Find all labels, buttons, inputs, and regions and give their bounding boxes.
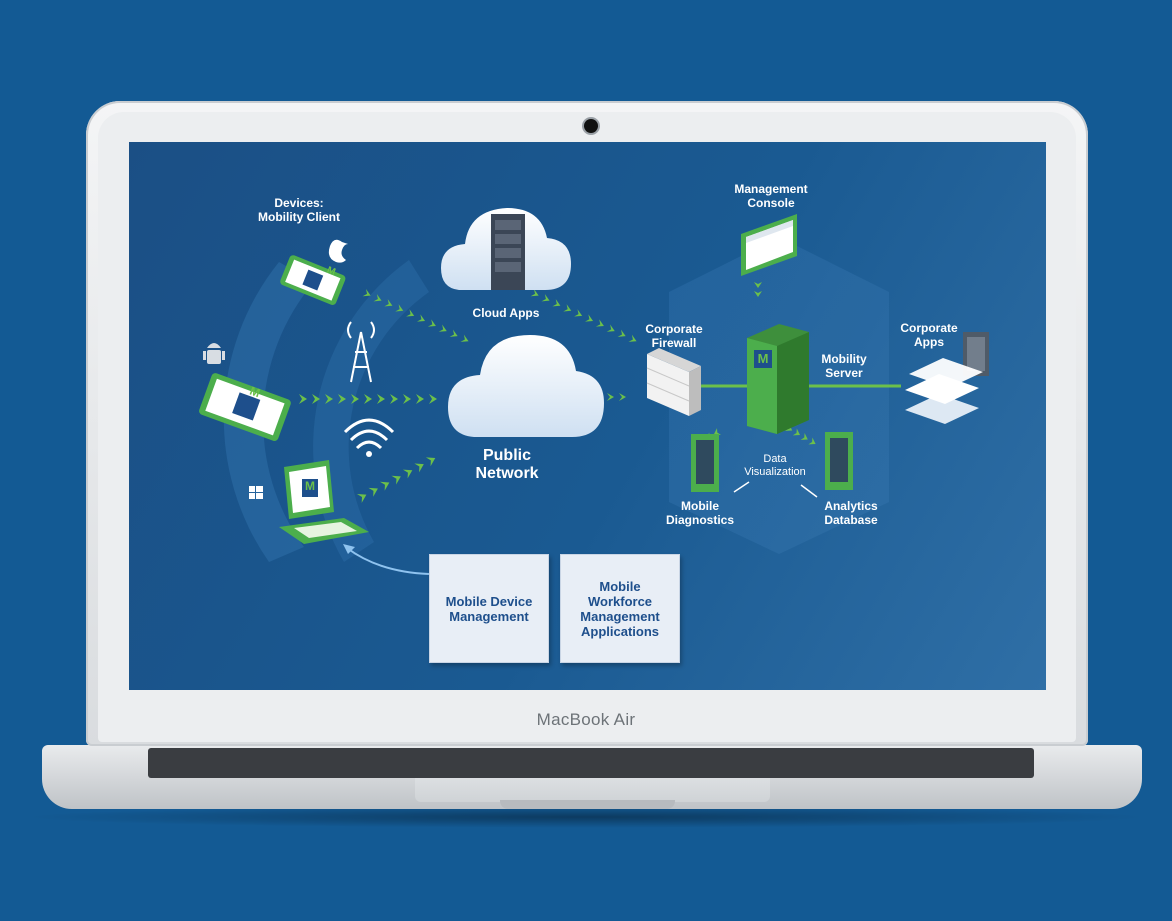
laptop-device <box>279 460 369 544</box>
mdm-card: Mobile Device Management <box>429 554 549 663</box>
cloud-apps-icon <box>441 208 571 290</box>
documents-icon <box>905 358 983 424</box>
cell-tower-icon <box>347 321 375 383</box>
camera-icon <box>584 119 598 133</box>
flow-chevrons <box>299 282 816 503</box>
diagram-graphics <box>199 208 989 575</box>
analytics-server-icon <box>825 432 853 490</box>
mobility-server-icon <box>747 324 809 434</box>
laptop-screen: Devices:Mobility Client Cloud Apps Publi… <box>129 142 1046 690</box>
mdm-arrowhead <box>343 544 355 554</box>
brand-label: MacBook Air <box>536 710 636 729</box>
wifi-icon <box>343 418 395 450</box>
diagnostics-server-icon <box>691 434 719 492</box>
server-logo: M <box>757 351 769 366</box>
keyboard <box>148 748 1034 778</box>
mdm-arrow <box>346 547 430 575</box>
cloud-apps-label: Cloud Apps <box>472 306 540 320</box>
monitor-icon <box>741 214 797 276</box>
laptop-logo: M <box>305 479 315 493</box>
laptop-shadow <box>20 806 1152 828</box>
firewall-icon <box>646 348 701 416</box>
tablet-device <box>199 373 291 441</box>
android-icon <box>203 343 225 364</box>
devices-label: Devices:Mobility Client <box>258 196 340 224</box>
public-network-cloud <box>448 335 604 437</box>
workforce-card: Mobile Workforce Management Applications <box>560 554 680 663</box>
device-arc-outer <box>223 262 314 562</box>
data-vis-arrows <box>733 481 818 498</box>
trackpad <box>415 778 770 802</box>
apple-icon <box>328 239 348 263</box>
lid-notch <box>500 800 675 809</box>
device-arc <box>313 260 429 562</box>
windows-icon <box>249 486 263 499</box>
phone-device <box>280 255 346 305</box>
wifi-dot <box>366 451 372 457</box>
corporate-apps-server-icon <box>963 332 989 376</box>
